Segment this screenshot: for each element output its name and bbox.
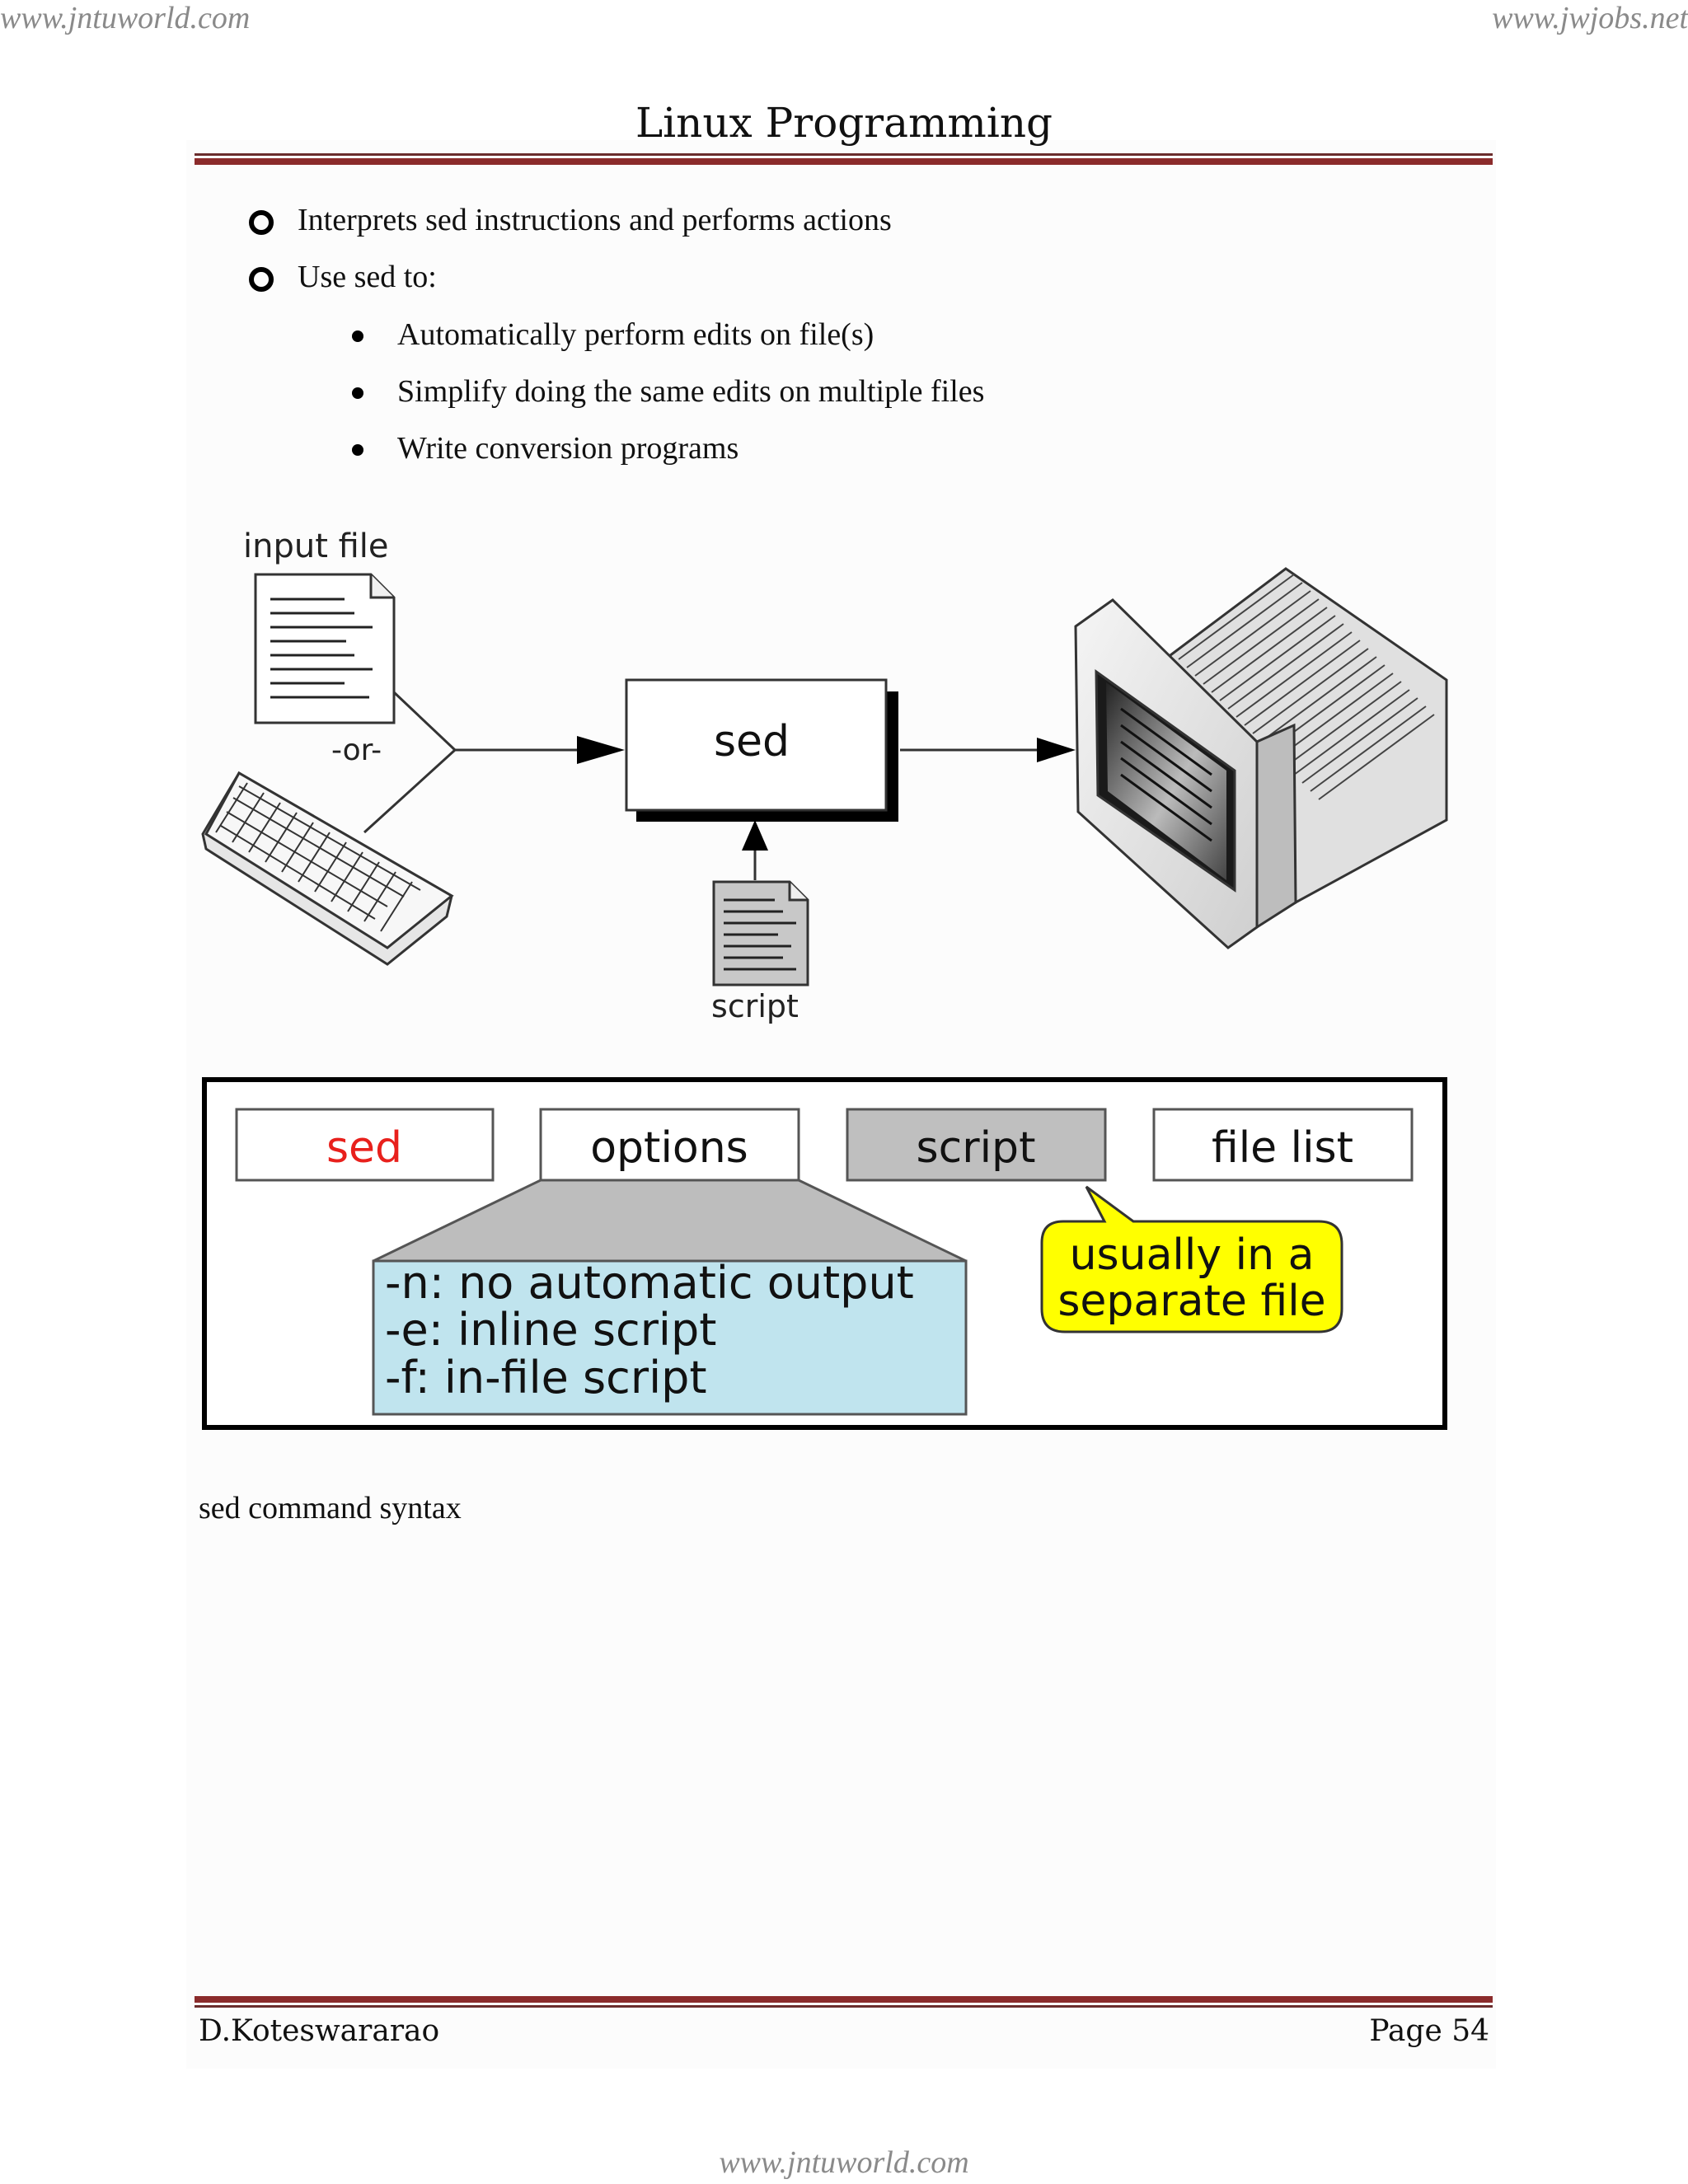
syntax-script-label: script: [917, 1123, 1036, 1173]
arrow-icon: [1037, 738, 1076, 762]
sed-box: [625, 678, 888, 812]
footer-page-number: Page 54: [1369, 2014, 1489, 2048]
header-rule: [195, 153, 1493, 165]
watermark-bottom: www.jntuworld.com: [719, 2145, 969, 2180]
options-detail-box: [372, 1259, 968, 1416]
ring-bullet-icon: [249, 210, 274, 235]
sub-list-item: Write conversion programs: [397, 431, 739, 466]
syntax-box-options: [539, 1108, 800, 1182]
callout-line-2: separate file: [1057, 1277, 1325, 1326]
diagram-caption: sed command syntax: [199, 1491, 462, 1526]
syntax-box-sed: [235, 1108, 495, 1182]
sub-list-item: Automatically perform edits on file(s): [397, 317, 874, 352]
arrow-up-icon: [742, 820, 768, 851]
arrow-icon: [577, 736, 625, 764]
input-file-icon: [254, 573, 396, 724]
list-item: Interprets sed instructions and performs…: [298, 203, 892, 237]
bullet-dot-icon: [352, 444, 363, 456]
monitor-icon: [1074, 567, 1448, 949]
watermark-top-left: www.jntuworld.com: [0, 1, 251, 35]
option-n: -n: no automatic output: [385, 1257, 914, 1309]
input-file-label: input file: [243, 527, 389, 565]
option-e: -e: inline script: [385, 1304, 716, 1356]
sed-box-label: sed: [714, 717, 790, 766]
syntax-box-script: [846, 1108, 1107, 1182]
syntax-file-list-label: file list: [1212, 1123, 1353, 1173]
keyboard-icon: [201, 771, 454, 966]
syntax-options-label: options: [590, 1123, 748, 1173]
option-f: -f: in-file script: [385, 1352, 707, 1404]
bullet-dot-icon: [352, 330, 363, 342]
sub-list-item: Simplify doing the same edits on multipl…: [397, 374, 985, 409]
footer-rule: [195, 1996, 1493, 2008]
ring-bullet-icon: [249, 267, 274, 292]
sed-diagrams: input file -or-: [201, 527, 1448, 1430]
syntax-box-file-list: [1152, 1108, 1414, 1182]
footer-author: D.Koteswararao: [199, 2014, 440, 2048]
or-label: -or-: [331, 733, 382, 767]
script-file-icon: [712, 880, 809, 987]
list-item: Use sed to:: [298, 260, 437, 294]
watermark-top-right: www.jwjobs.net: [1492, 1, 1688, 35]
page-title: Linux Programming: [635, 99, 1053, 147]
callout-line-1: usually in a: [1070, 1230, 1315, 1280]
input-connector: [363, 691, 577, 834]
bullet-dot-icon: [352, 387, 363, 399]
script-label: script: [711, 988, 799, 1024]
callout-bubble: [1040, 1185, 1343, 1333]
syntax-sed-label: sed: [326, 1123, 402, 1173]
